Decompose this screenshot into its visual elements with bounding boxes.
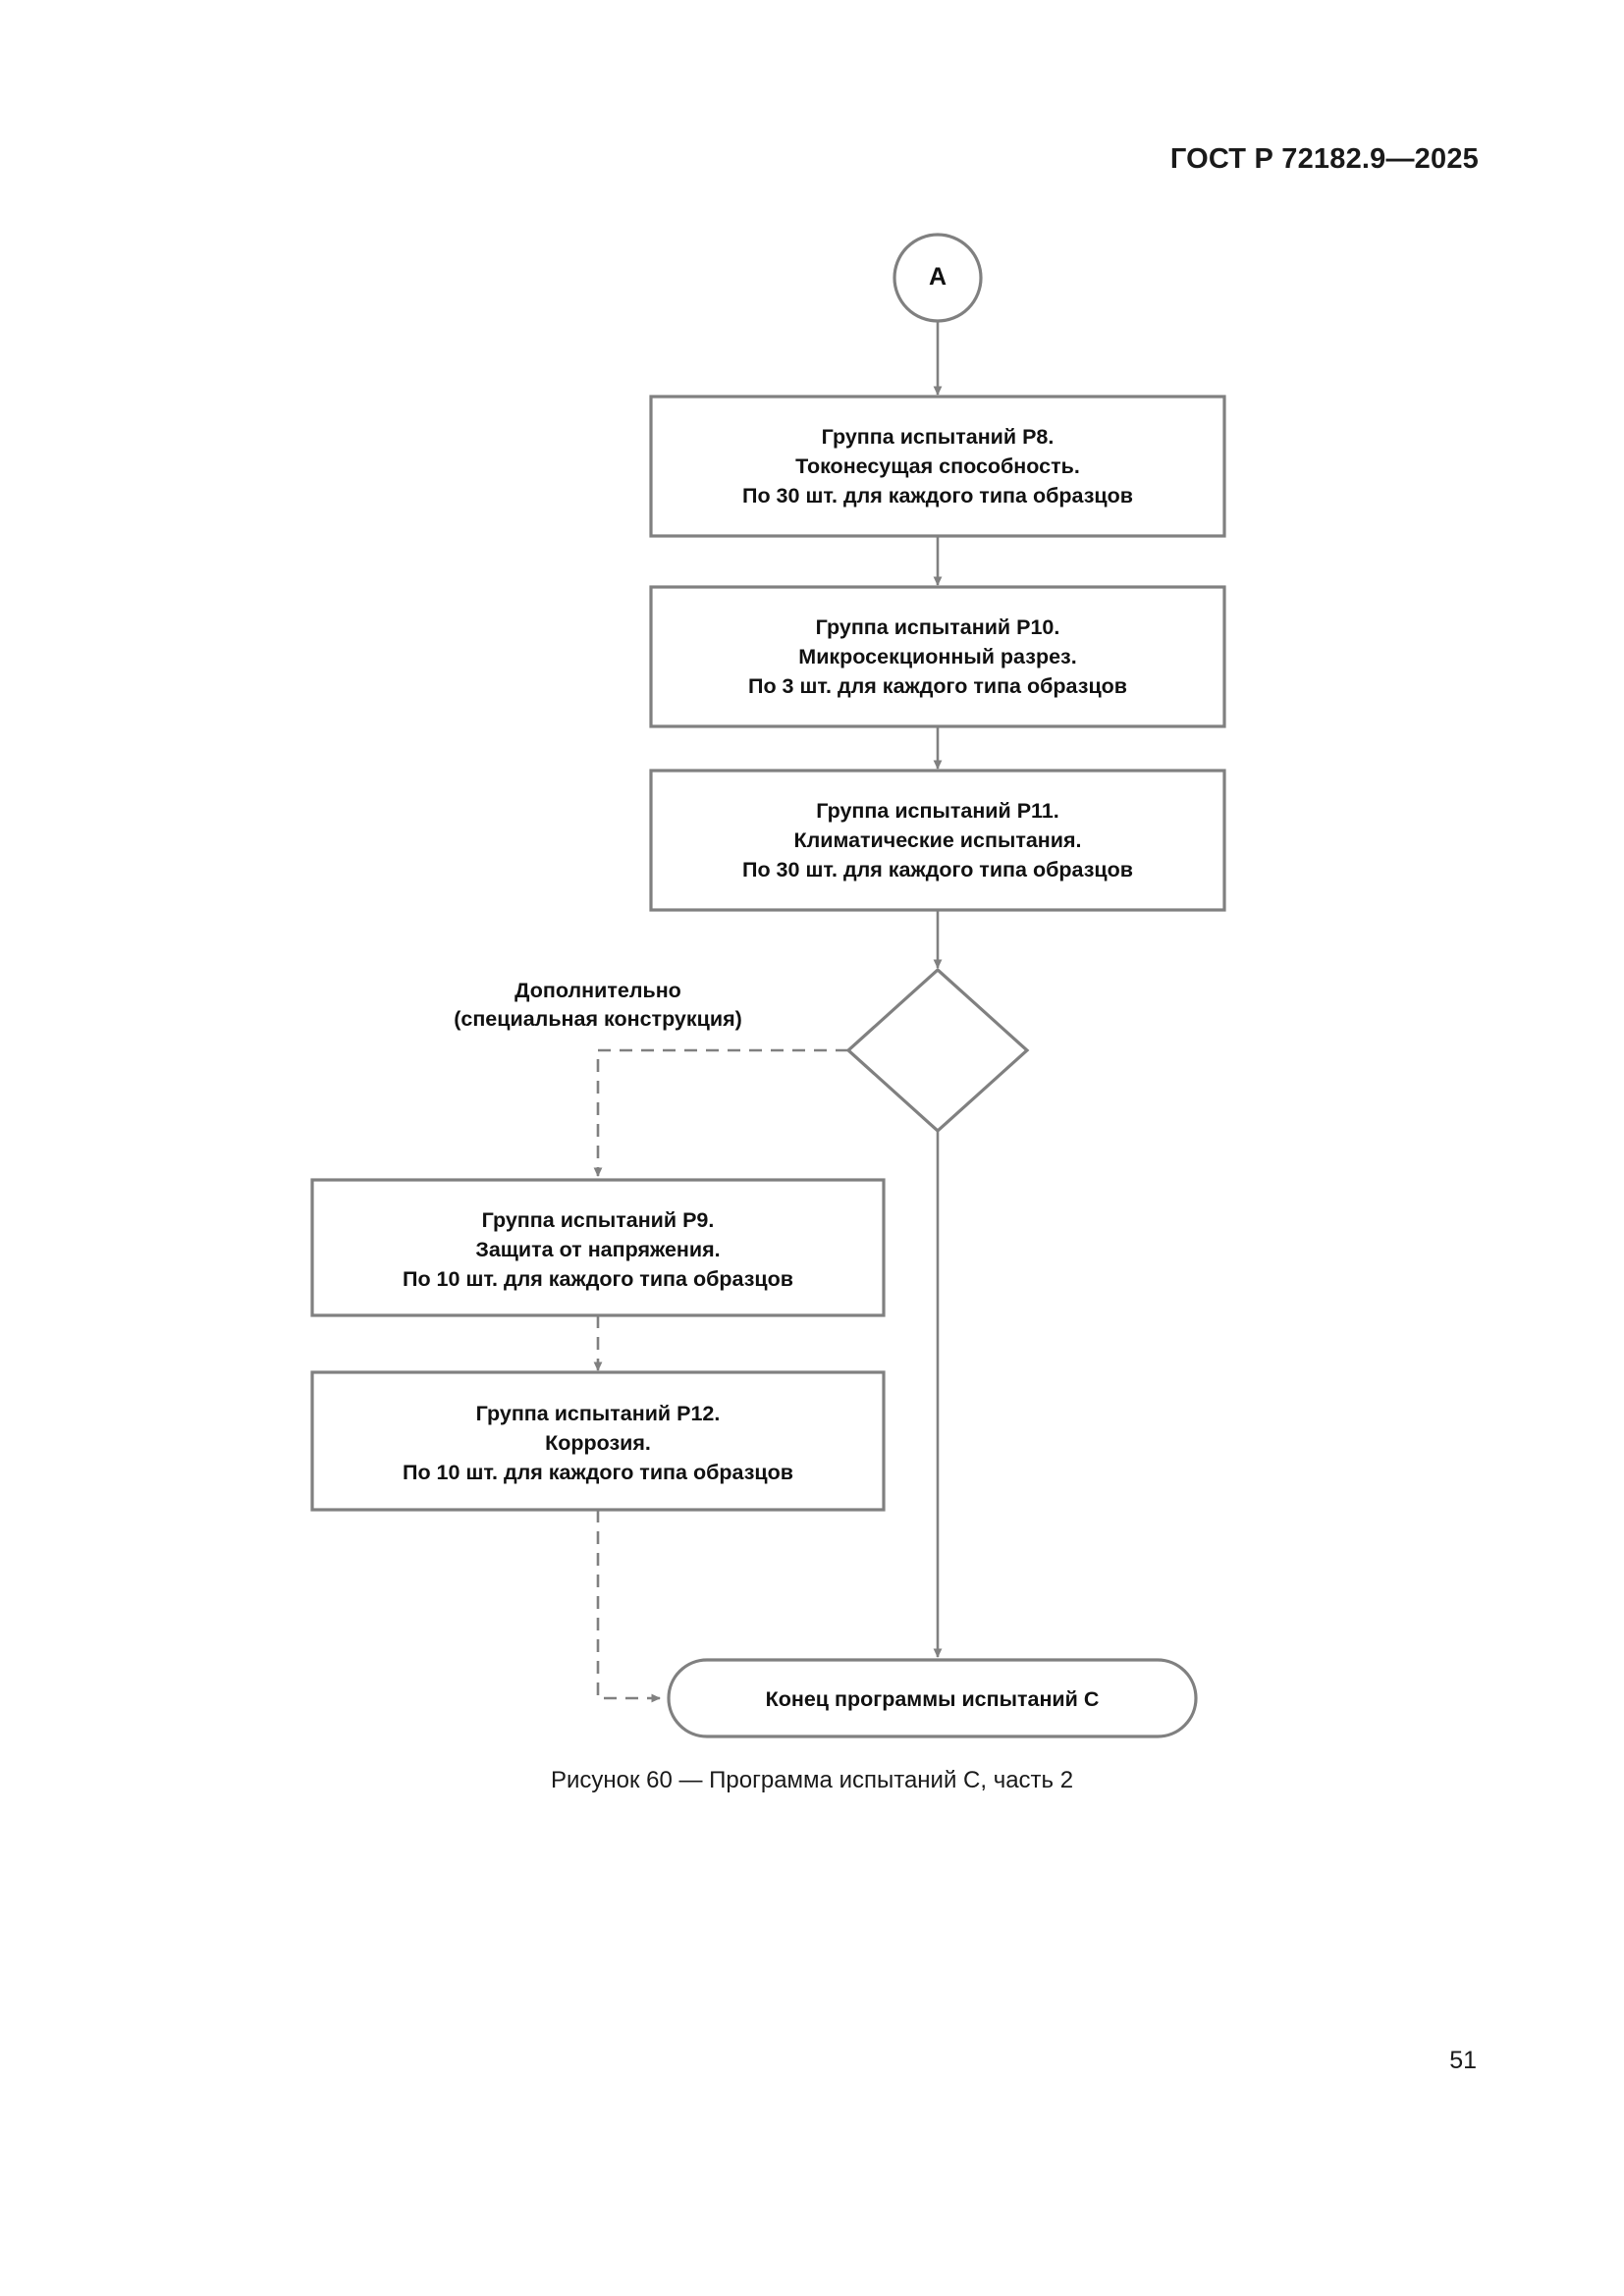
node-terminal-end xyxy=(667,1658,1198,1738)
document-header-standard-number: ГОСТ Р 72182.9—2025 xyxy=(1169,143,1479,175)
edge-p12-to-terminal-dashed xyxy=(596,1510,661,1703)
node-terminal-end-label: Конец программы испытаний С xyxy=(765,1687,1100,1711)
page-number: 51 xyxy=(1449,2047,1477,2074)
node-box-p9 xyxy=(310,1178,886,1317)
figure-caption: Рисунок 60 — Программа испытаний С, част… xyxy=(550,1767,1074,1793)
edge-decision-to-p9-dashed xyxy=(593,1048,848,1177)
node-box-p8 xyxy=(649,395,1226,538)
flowchart-canvas xyxy=(310,233,1226,1738)
figure-flowchart: A Группа испытаний Р8. Токонесущая спосо… xyxy=(310,233,1226,1738)
decision-branch-label: Дополнительно (специальная конструкция) xyxy=(454,979,742,1031)
connector-circle-a-label: A xyxy=(928,263,947,291)
node-box-p12 xyxy=(310,1370,886,1512)
node-decision-diamond xyxy=(845,967,1030,1134)
node-box-p10 xyxy=(649,585,1226,728)
node-box-p11 xyxy=(649,769,1226,912)
